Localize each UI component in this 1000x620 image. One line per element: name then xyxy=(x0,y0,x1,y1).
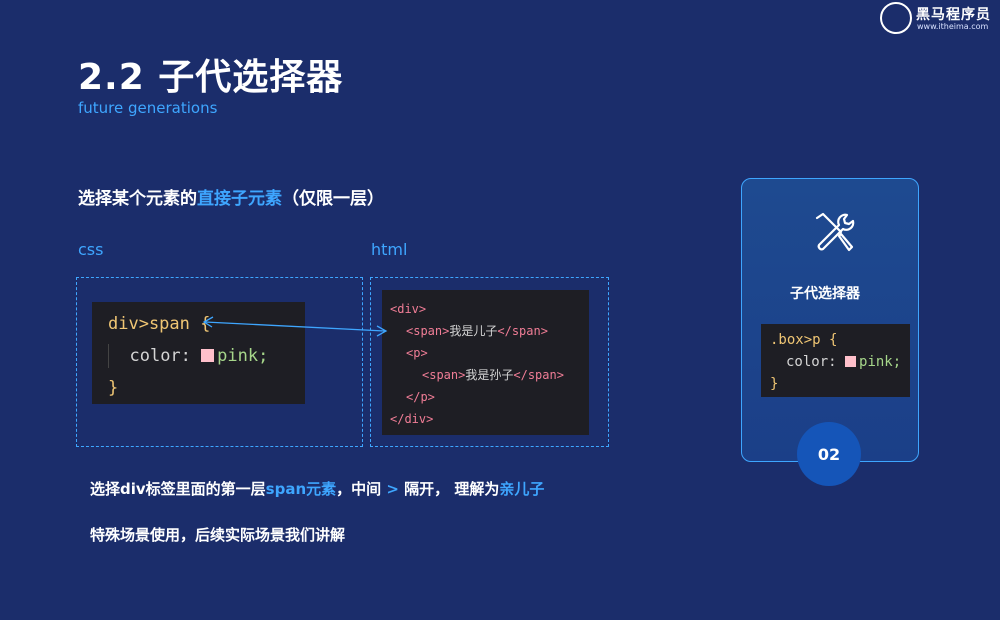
html-line-4: <span>我是孙子</span> xyxy=(390,364,589,386)
html-label: html xyxy=(371,240,408,259)
html-tag: </span> xyxy=(497,324,548,338)
html-line-5: </p> xyxy=(390,386,589,408)
html-tag: <span> xyxy=(406,324,450,338)
note-text: ，中间 xyxy=(336,480,387,498)
lead-suffix: （仅限一层） xyxy=(282,189,384,209)
card-property: color: xyxy=(786,354,837,370)
css-label: css xyxy=(78,240,104,259)
html-line-2: <span>我是儿子</span> xyxy=(390,320,589,342)
card-brace-close: } xyxy=(770,376,779,392)
card-title: 子代选择器 xyxy=(790,286,860,302)
note-highlight: span元素 xyxy=(265,480,337,498)
css-brace-close: } xyxy=(108,378,119,398)
note-first-level: 选择div标签里面的第一层span元素，中间 > 隔开， 理解为亲儿子 xyxy=(90,478,544,499)
code-line-3: } xyxy=(108,372,305,404)
html-tag: <span> xyxy=(422,368,466,382)
connector-arrow-icon xyxy=(202,316,388,337)
lead-text: 选择某个元素的直接子元素（仅限一层） xyxy=(78,184,384,209)
html-line-1: <div> xyxy=(390,298,589,320)
card-code-line-2: color: pink; xyxy=(770,351,910,373)
note-usage: 特殊场景使用，后续实际场景我们讲解 xyxy=(90,526,346,544)
note-text: 隔开， 理解为 xyxy=(398,480,500,498)
html-tag: </span> xyxy=(513,368,564,382)
css-selector: div>span xyxy=(108,314,190,334)
html-dashed-frame xyxy=(370,277,609,447)
css-dashed-frame xyxy=(76,277,363,447)
card-number-badge: 02 xyxy=(797,422,861,486)
card-code-line-1: .box>p { xyxy=(770,329,910,351)
html-code-block: <div> <span>我是儿子</span> <p> <span>我是孙子</… xyxy=(382,290,589,435)
lead-highlight: 直接子元素 xyxy=(197,189,282,209)
code-line-1: div>span { xyxy=(108,308,305,340)
pink-swatch xyxy=(201,349,215,362)
summary-card xyxy=(741,178,919,462)
code-line-2: color: pink; xyxy=(108,340,305,372)
logo-name: 黑马程序员 xyxy=(916,7,991,23)
html-text: 我是孙子 xyxy=(465,368,514,382)
css-property: color: xyxy=(129,346,191,366)
card-brace-open: { xyxy=(829,332,838,348)
css-value: pink; xyxy=(217,346,269,366)
brand-logo: 黑马程序员 www.itheima.com xyxy=(880,2,995,36)
html-tag: <p> xyxy=(406,346,428,360)
logo-url: www.itheima.com xyxy=(917,22,989,31)
indent-guide xyxy=(108,344,109,368)
card-value: pink; xyxy=(859,354,902,370)
page-subtitle: future generations xyxy=(78,99,218,117)
note-highlight: 亲儿子 xyxy=(499,480,545,498)
tools-icon xyxy=(815,212,855,252)
note-text: 选择div标签里面的第一层 xyxy=(90,480,266,498)
card-code-block: .box>p { color: pink; } xyxy=(761,324,910,397)
html-line-6: </div> xyxy=(390,408,589,430)
pink-swatch xyxy=(845,356,857,367)
note-highlight: > xyxy=(386,480,399,498)
html-text: 我是儿子 xyxy=(449,324,498,338)
card-selector: .box>p xyxy=(770,332,821,348)
html-tag: <div> xyxy=(390,302,427,316)
css-code-block: div>span { color: pink; } xyxy=(92,302,305,404)
html-line-3: <p> xyxy=(390,342,589,364)
page-title: 2.2 子代选择器 xyxy=(78,57,344,98)
lead-prefix: 选择某个元素的 xyxy=(78,189,197,209)
card-code-line-3: } xyxy=(770,373,910,395)
logo-emblem-icon xyxy=(880,2,912,34)
html-tag: </div> xyxy=(390,412,434,426)
html-tag: </p> xyxy=(406,390,435,404)
css-brace-open: { xyxy=(200,314,211,334)
